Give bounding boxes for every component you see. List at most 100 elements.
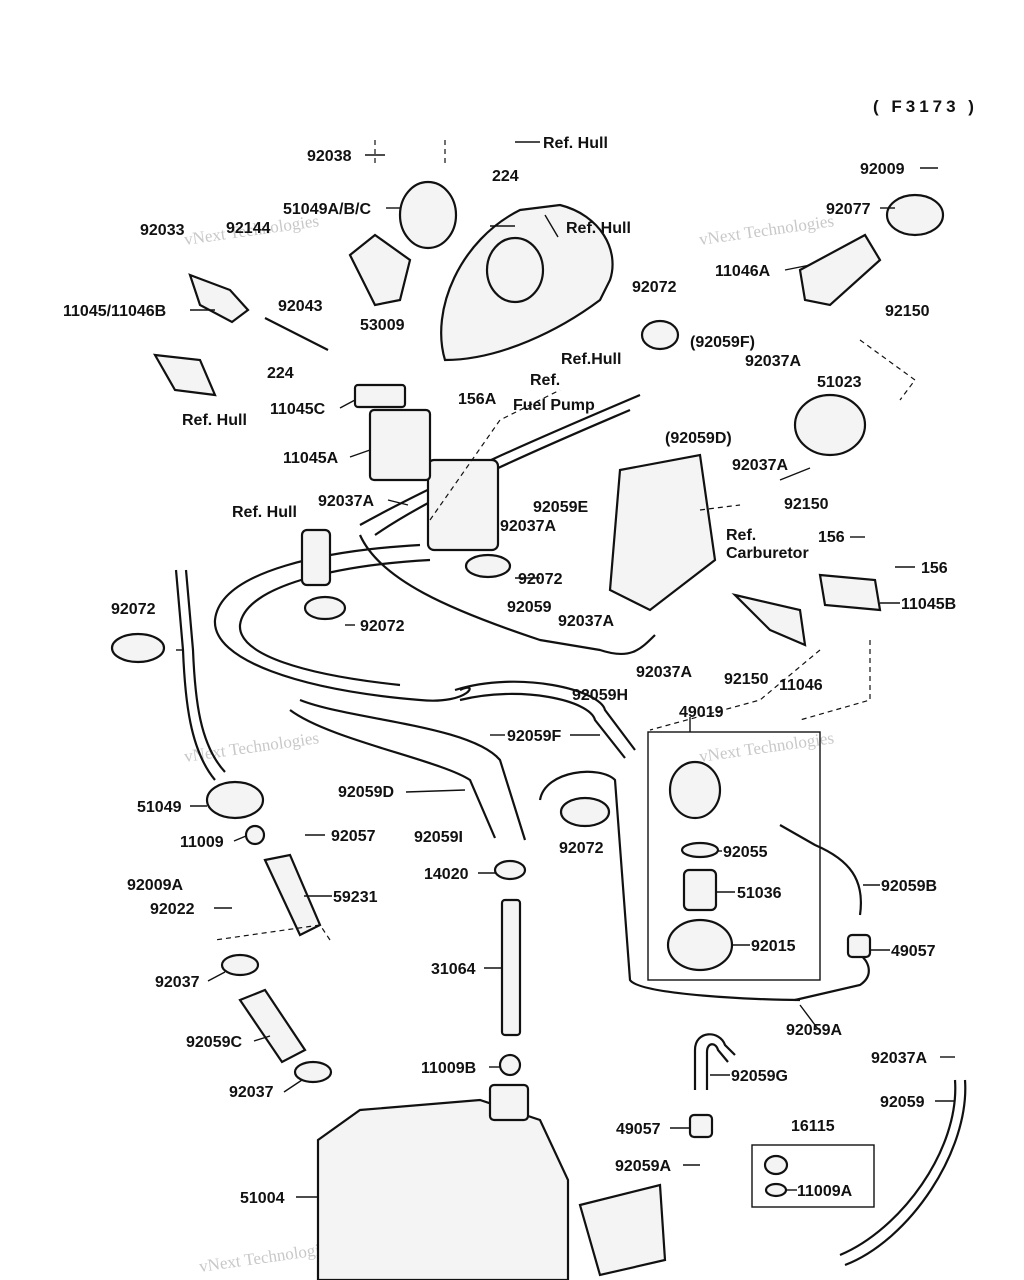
- label-92038: 92038: [307, 148, 352, 165]
- leader: [405, 789, 466, 793]
- label-92037-lower: 92037: [229, 1084, 274, 1101]
- watermark: vNext Technologies: [198, 1238, 335, 1276]
- label-51049: 51049: [137, 799, 182, 816]
- hose-92059C-part: [238, 988, 307, 1064]
- filter-head-part: [668, 760, 722, 820]
- label-92009A: 92009A: [127, 877, 183, 894]
- label-11045A: 11045A: [283, 450, 339, 467]
- fuel-cock-51023-part: [793, 393, 867, 457]
- label-92072-mid-2: 92072: [518, 571, 563, 588]
- label-92072-top: 92072: [632, 279, 677, 296]
- label-11045-11046B: 11045/11046B: [63, 303, 166, 320]
- label-92037-upper: 92037: [155, 974, 200, 991]
- leader: [339, 399, 356, 409]
- label-49019: 49019: [679, 704, 724, 721]
- hose-group: [174, 393, 967, 1267]
- cap-51049-part: [205, 780, 265, 820]
- figure-code: ( F3173 ): [873, 97, 978, 116]
- hose-92059-mid: [358, 534, 656, 655]
- bottom-bracket-part: [578, 1183, 667, 1277]
- dashed-leader: [214, 140, 916, 941]
- hose-main-loop-b: [238, 558, 431, 687]
- valve-49057-part-a: [846, 933, 872, 959]
- label-ref-hull-5: Ref. Hull: [232, 504, 297, 521]
- label-ref-carb: Ref.: [726, 527, 756, 544]
- bracket-11045-part: [188, 273, 250, 324]
- filter-51036-part: [682, 868, 718, 912]
- plate-92077-part: [885, 193, 945, 237]
- label-92072-left: 92072: [111, 601, 156, 618]
- fuel-filler-opening: [485, 236, 545, 304]
- label-92015: 92015: [751, 938, 796, 955]
- hose-92072-left: [174, 569, 216, 781]
- bracket-11046-part: [731, 593, 807, 647]
- hull-clip-part: [300, 528, 332, 587]
- filter-box-49019: [647, 731, 821, 981]
- label-224-mid: 224: [267, 365, 294, 382]
- label-92033: 92033: [140, 222, 185, 239]
- hose-92059-right-b: [844, 1079, 967, 1267]
- label-224-top: 224: [492, 168, 519, 185]
- label-11045C: 11045C: [270, 401, 326, 418]
- hose-92059I: [538, 770, 801, 1002]
- label-59231: 59231: [333, 889, 378, 906]
- leader: [253, 1035, 271, 1042]
- label-92059C: 92059C: [186, 1034, 242, 1051]
- label-92009: 92009: [860, 161, 905, 178]
- leader: [349, 449, 371, 458]
- label-11009B: 11009B: [421, 1060, 476, 1077]
- label-156-a: 156: [818, 529, 845, 546]
- label-92037A-top: 92037A: [745, 353, 801, 370]
- box-16115: [751, 1144, 875, 1208]
- oring-92055-part: [680, 841, 720, 859]
- valve-49057-part-b: [688, 1113, 714, 1139]
- label-16115: 16115: [791, 1118, 835, 1135]
- hose-92059D: [289, 709, 497, 839]
- watermark: vNext Technologies: [698, 211, 835, 249]
- fuel-pump-part: [426, 458, 500, 552]
- label-fuel-pump: Fuel Pump: [513, 397, 595, 414]
- label-51049ABC: 51049A/B/C: [283, 201, 371, 218]
- label-92059B: 92059B: [881, 878, 937, 895]
- label-14020: 14020: [424, 866, 469, 883]
- label-ref-hull-top: Ref. Hull: [543, 135, 608, 152]
- hose-92059B: [779, 824, 862, 916]
- label-92059F-paren: (92059F): [690, 334, 755, 351]
- label-51004: 51004: [240, 1190, 285, 1207]
- nut-14020-part: [493, 859, 527, 881]
- leader: [784, 264, 811, 271]
- rod-92043-part: [264, 317, 329, 351]
- label-92059H: 92059H: [572, 687, 628, 704]
- leader: [233, 835, 247, 842]
- clamp-92072-part-e: [559, 796, 611, 828]
- label-92150-mid: 92150: [784, 496, 829, 513]
- hose-92059G-b: [705, 1043, 729, 1090]
- fitting-11046A-part: [798, 233, 882, 307]
- label-53009: 53009: [360, 317, 405, 334]
- label-ref-1: Ref.: [530, 372, 560, 389]
- label-ref-hull-2: Ref. Hull: [566, 220, 631, 237]
- label-92037A-5: 92037A: [558, 613, 614, 630]
- label-92072-mid: 92072: [360, 618, 405, 635]
- label-92037A-4: 92037A: [500, 518, 556, 535]
- hose-92059H: [454, 680, 636, 751]
- hose-main-loop-a: [213, 543, 471, 702]
- label-51023: 51023: [817, 374, 862, 391]
- bowl-nut-92015-part: [666, 918, 734, 972]
- label-156A: 156A: [458, 391, 497, 408]
- label-49057-lower: 49057: [616, 1121, 661, 1138]
- filler-neck-59231-part: [263, 853, 322, 937]
- carburetor-part: [608, 453, 717, 612]
- clamp-92072-part-b: [303, 595, 347, 621]
- label-92059D: 92059D: [338, 784, 394, 801]
- hose-92059H-b: [459, 692, 626, 759]
- label-92059D-paren: (92059D): [665, 430, 732, 447]
- label-ref-hull-3: Ref. Hull: [182, 412, 247, 429]
- leader-group: [176, 140, 955, 1198]
- label-51036: 51036: [737, 885, 782, 902]
- leader: [283, 1079, 303, 1093]
- label-92043: 92043: [278, 298, 323, 315]
- hose-92072-left-b: [184, 569, 226, 773]
- watermark: vNext Technologies: [698, 728, 835, 766]
